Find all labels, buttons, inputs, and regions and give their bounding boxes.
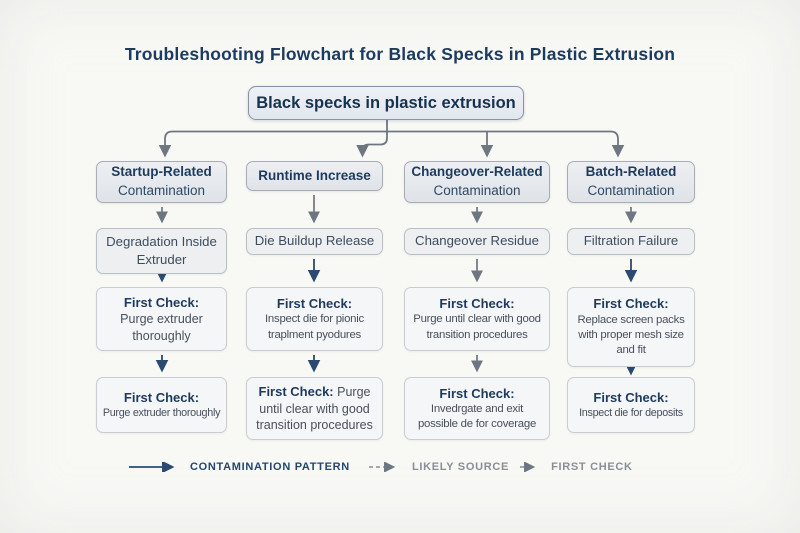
check-text: Invedrgate and exit possible de for cove… (417, 402, 537, 431)
check-text: Inspect die for pionic traplment pyodure… (265, 313, 364, 341)
check-text: Inspect die for deposits (579, 407, 683, 420)
source-node-filtration-failure: Filtration Failure (567, 228, 695, 255)
legend-label-likely-source: LIKELY SOURCE (411, 461, 510, 473)
check-label: First Check: (439, 296, 515, 312)
page-title: Troubleshooting Flowchart for Black Spec… (124, 44, 676, 64)
first-check-startup-2: First Check: Purge extruder thoroughly (96, 377, 227, 433)
branch-header-sublabel: Contamination (117, 183, 206, 198)
first-check-changeover-1: First Check: Purge until clear with good… (404, 287, 550, 351)
root-node-label: Black specks in plastic extrusion (256, 93, 516, 112)
check-label: First Check: (593, 296, 669, 312)
first-check-runtime-1: First Check: Inspect die for pionic trap… (246, 287, 383, 351)
legend-label-first-check: FIRST CHECK (551, 461, 633, 473)
branch-header-sublabel: Contamination (433, 183, 521, 198)
check-text: Purge extruder thoroughly (102, 407, 221, 420)
branch-header-sublabel: Contamination (587, 183, 675, 198)
source-node-die-buildup: Die Buildup Release (246, 228, 383, 255)
check-text: Purge extruder thoroughly (120, 311, 203, 343)
branch-header-batch: Batch-Related Contamination (567, 161, 695, 203)
check-text: Replace screen packs with proper mesh si… (577, 313, 685, 357)
source-node-changeover-residue: Changeover Residue (404, 228, 550, 255)
legend-plain-arrow-icon (520, 462, 536, 472)
source-node-label: Die Buildup Release (254, 233, 375, 249)
source-node-label: Degradation Inside Extruder (106, 233, 217, 267)
tree-bar-connector (158, 130, 625, 158)
first-check-changeover-2: First Check: Invedrgate and exit possibl… (404, 377, 550, 440)
legend: CONTAMINATION PATTERN LIKELY SOURCE FIRS… (128, 461, 633, 473)
branch-header-label: Runtime Increase (258, 167, 371, 183)
branch-header-label: Batch-Related (585, 164, 677, 180)
legend-solid-arrow-icon (129, 462, 175, 472)
first-check-batch-1: First Check: Replace screen packs with p… (567, 287, 695, 367)
check-label: First Check: (258, 383, 334, 399)
check-label: First Check: (123, 294, 200, 310)
source-node-degradation: Degradation Inside Extruder (96, 228, 227, 274)
check-label: First Check: (439, 385, 515, 401)
check-label: First Check: (593, 390, 669, 406)
check-label: First Check: (276, 296, 353, 312)
branch-header-startup: Startup-Related Contamination (96, 161, 227, 203)
check-content: First Check: Purge until clear with good… (253, 383, 376, 434)
check-text: Purge until clear with good transition p… (256, 384, 373, 433)
legend-label-contamination-pattern: CONTAMINATION PATTERN (190, 461, 350, 473)
legend-dashed-arrow-icon (368, 462, 396, 472)
root-node: Black specks in plastic extrusion (248, 86, 524, 120)
check-text: Purge until clear with good transition p… (413, 313, 541, 341)
branch-header-changeover: Changeover-Related Contamination (404, 161, 550, 203)
tree-trunk-runtime-connector (356, 120, 388, 158)
source-node-label: Changeover Residue (415, 233, 539, 249)
check-label: First Check: (123, 390, 200, 406)
first-check-batch-2: First Check: Inspect die for deposits (567, 377, 695, 433)
branch-header-label: Changeover-Related (411, 164, 543, 180)
branch-header-runtime: Runtime Increase (246, 161, 383, 191)
first-check-startup-1: First Check: Purge extruder thoroughly (96, 287, 227, 351)
first-check-runtime-2: First Check: Purge until clear with good… (246, 377, 383, 440)
source-node-label: Filtration Failure (583, 233, 679, 249)
branch-header-label: Startup-Related (111, 164, 212, 180)
